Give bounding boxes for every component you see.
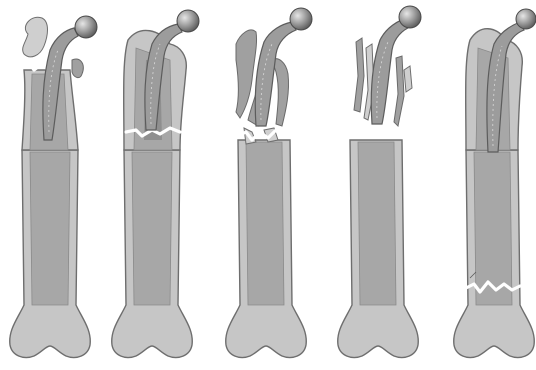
panel-2-femoral-head-ball [177, 10, 199, 32]
panel-5-lower-femur [454, 150, 535, 358]
panel-2-femur [112, 10, 199, 358]
panel-4-fragment-d [404, 66, 412, 92]
panel-4-fragment-c [394, 56, 404, 126]
panel-4-fragment-a [354, 38, 364, 112]
panel-5-femur [454, 9, 536, 358]
panel-3-lower-femur [226, 140, 307, 358]
panel-1-lower-femur [10, 150, 91, 358]
panel-1-trochanter-fragment [23, 17, 48, 57]
panel-4-femoral-head-ball [399, 6, 421, 28]
panel-4-femur [338, 6, 421, 358]
panel-4-fracture-line [354, 128, 402, 136]
panel-1-lateral-fragment [72, 59, 83, 78]
panel-3-femur [226, 8, 312, 358]
panel-4-lower-femur [338, 140, 419, 358]
panel-2-lower-femur [112, 150, 193, 358]
panel-3-implant-stem [255, 22, 296, 126]
panel-3-femoral-head-ball [290, 8, 312, 30]
panel-1-femoral-head-ball [75, 16, 97, 38]
panel-1-femur [10, 16, 97, 358]
panel-5-femoral-head-ball [516, 9, 536, 29]
